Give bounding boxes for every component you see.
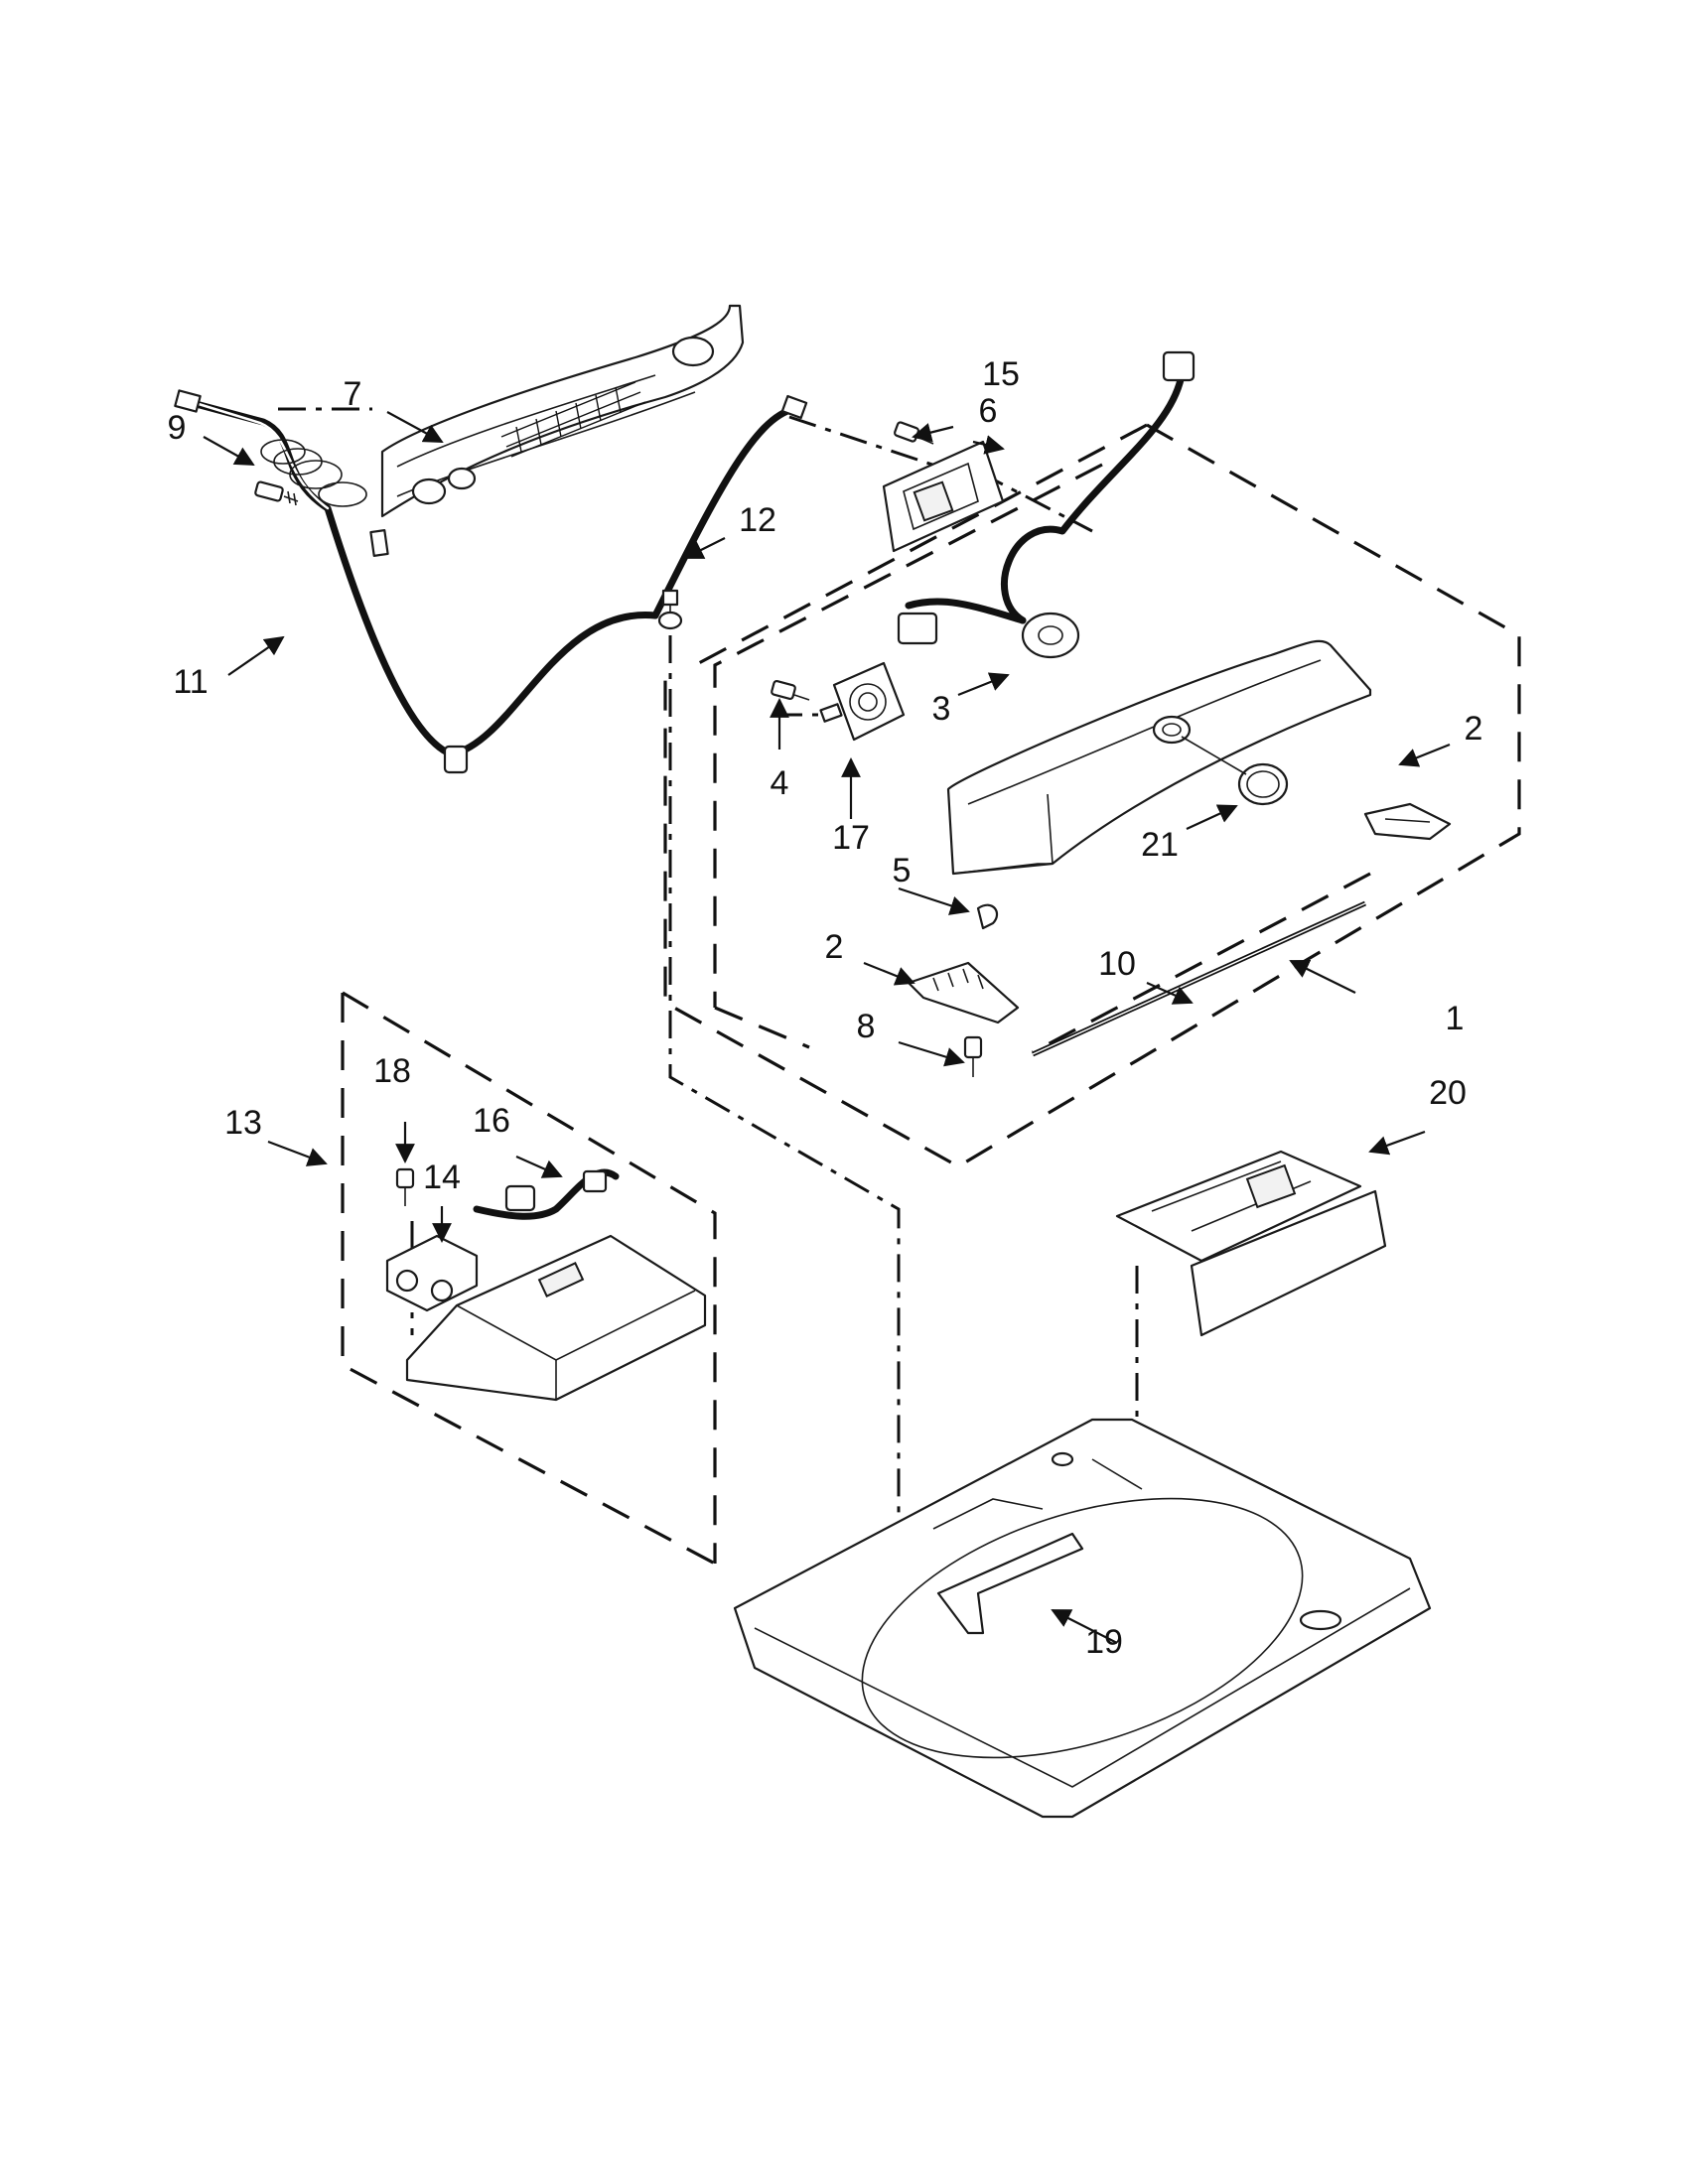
ground-screw-12 (657, 589, 683, 630)
hinge-2-left (907, 961, 1020, 1024)
screw-18 (395, 1167, 415, 1206)
callout-14: 14 (423, 1159, 461, 1196)
callout-9: 9 (168, 409, 187, 447)
dispenser-drawer-20 (1115, 1150, 1387, 1337)
screw-9 (254, 480, 299, 506)
bracket-19 (936, 1532, 1084, 1635)
callout-13: 13 (224, 1104, 262, 1142)
callout-8: 8 (857, 1008, 876, 1045)
hinge-2-right (1363, 802, 1452, 841)
callout-3: 3 (932, 690, 951, 728)
lid-panel (946, 639, 1372, 876)
harness-16 (473, 1168, 620, 1220)
lid-switch (819, 661, 906, 742)
callout-labels: 1 2 2 3 4 5 6 7 8 9 10 11 12 13 14 15 16… (168, 355, 1483, 1661)
water-valve-14 (385, 1234, 479, 1312)
callout-4: 4 (771, 764, 789, 802)
console-back-panel (369, 304, 745, 557)
lid-switch-harness (897, 350, 1196, 659)
cabinet-top (733, 1418, 1432, 1819)
callout-1: 1 (1446, 1000, 1465, 1037)
callout-19: 19 (1085, 1623, 1123, 1661)
callout-21: 21 (1141, 826, 1179, 864)
callout-5: 5 (893, 852, 912, 889)
wire-harness (174, 389, 808, 774)
callout-18: 18 (373, 1052, 411, 1090)
callout-17: 17 (832, 819, 870, 857)
inner-lid-outline (713, 463, 1371, 1054)
callout-10: 10 (1098, 945, 1136, 983)
callout-7: 7 (344, 375, 362, 413)
dispenser-housing (405, 1234, 707, 1402)
rod-10 (1031, 900, 1367, 1057)
clip-5 (976, 903, 999, 930)
callout-6: 6 (979, 392, 998, 430)
callout-20: 20 (1429, 1074, 1467, 1112)
callout-2-left: 2 (825, 928, 844, 966)
control-board-bracket (882, 440, 1005, 553)
cap-21 (1181, 736, 1289, 806)
callout-12: 12 (739, 501, 776, 539)
screw-8 (963, 1035, 983, 1077)
top-assembly-outline (663, 423, 1521, 1168)
leader-arrows (203, 411, 1451, 1644)
callout-2-right: 2 (1465, 710, 1483, 748)
callout-11: 11 (173, 663, 208, 701)
callout-16: 16 (473, 1102, 510, 1140)
callout-15: 15 (982, 355, 1020, 393)
screw-4 (771, 679, 810, 701)
dispenser-subassembly-outline (341, 991, 717, 1566)
